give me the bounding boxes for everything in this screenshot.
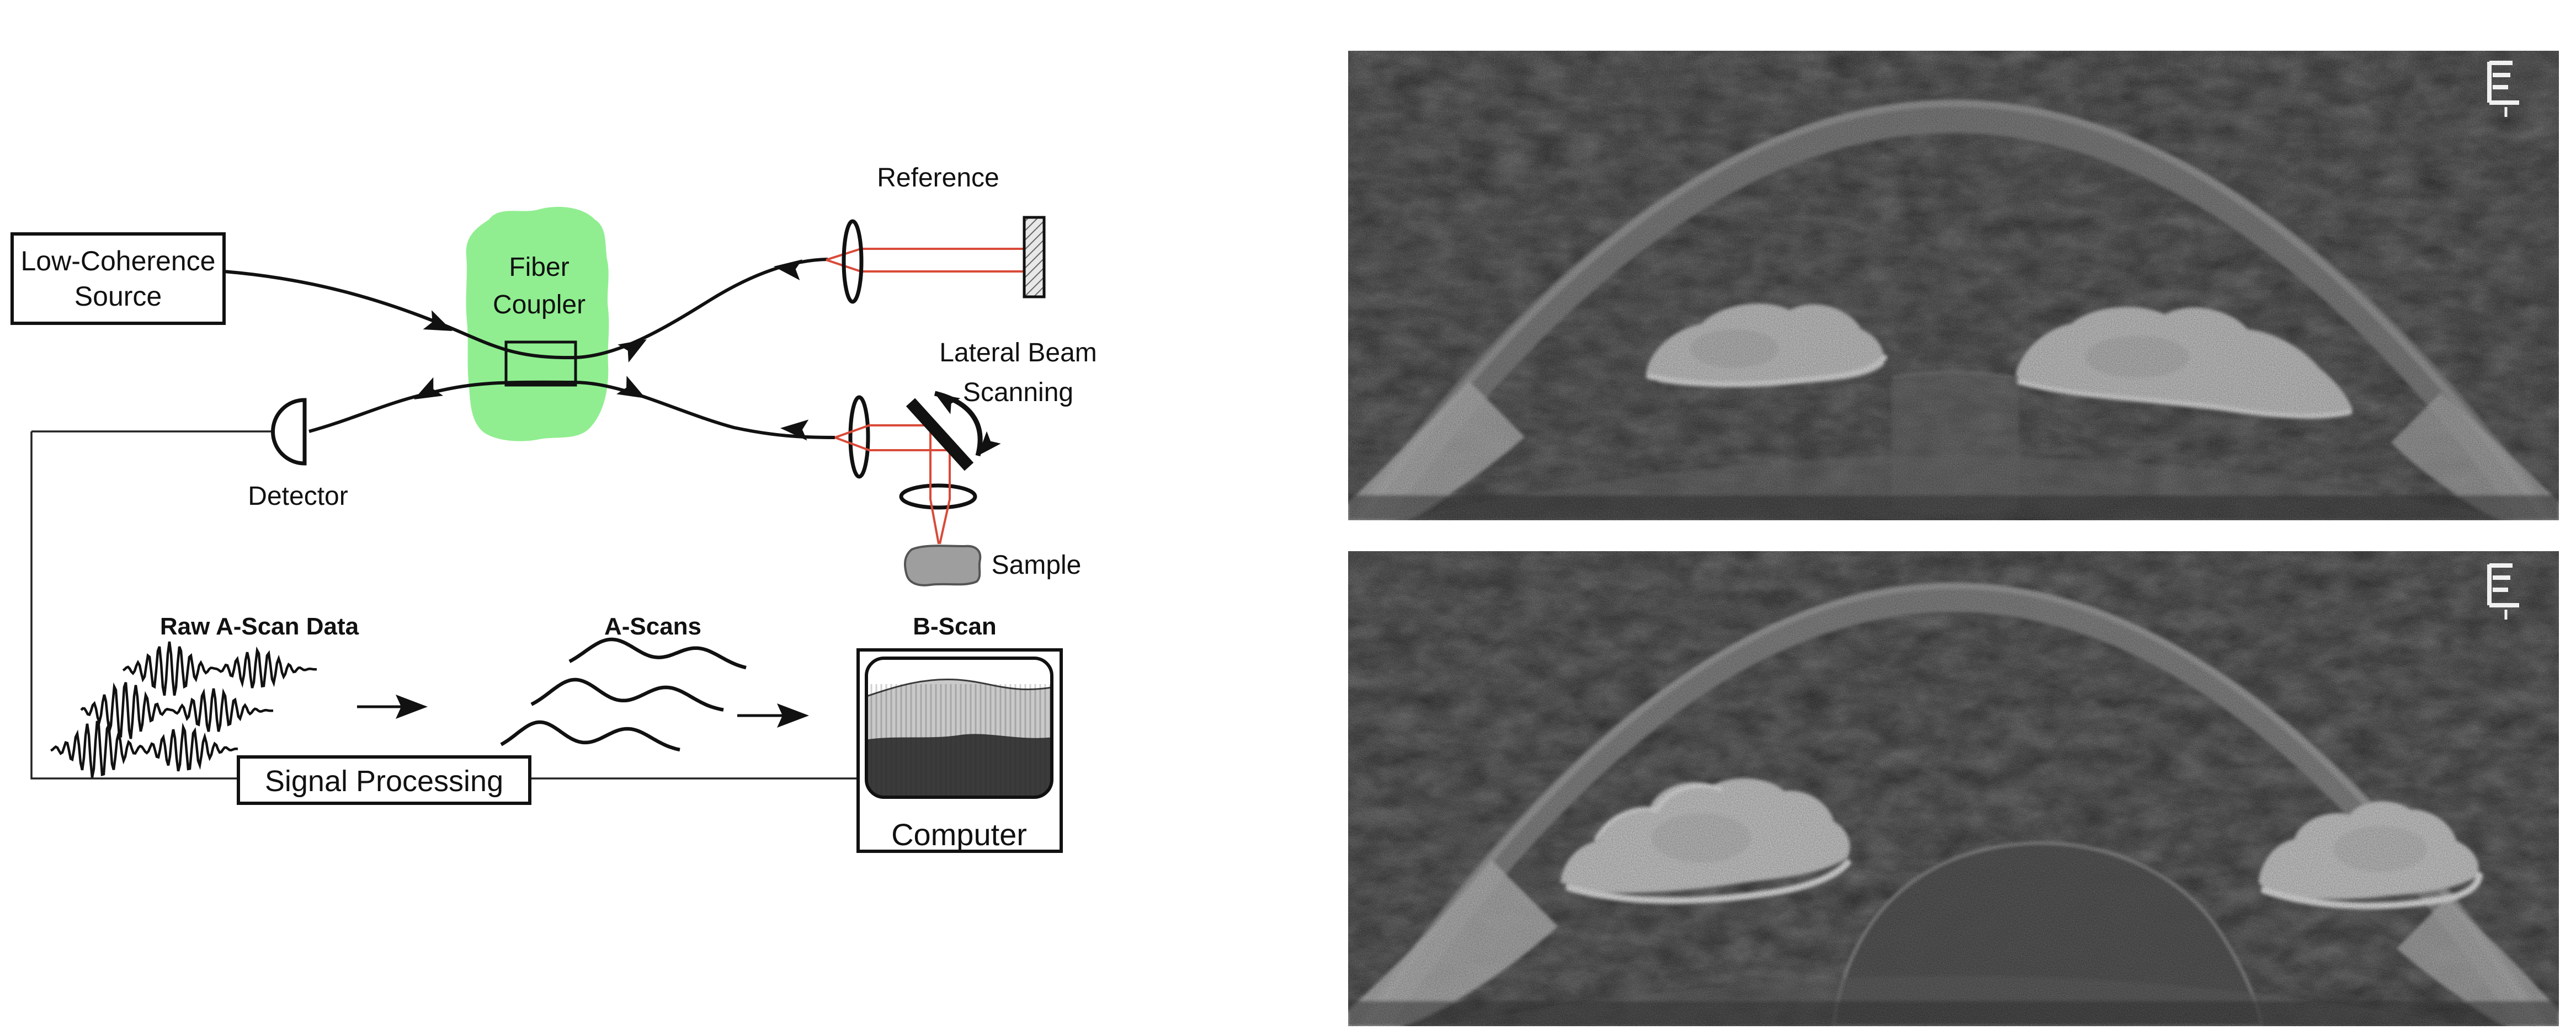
sample-arm: Lateral Beam Scanning Sample <box>834 338 1097 586</box>
fiber-arrow-icon <box>618 339 647 363</box>
ascan-envelope-curve <box>500 720 680 752</box>
ascan-envelope-curve <box>568 637 747 670</box>
sample-icon <box>903 545 982 586</box>
sample-collimating-lens-icon <box>848 395 870 479</box>
fiber-arrow-icon <box>780 419 809 441</box>
detector-icon <box>271 398 307 466</box>
scan-arrow-head-icon <box>935 393 961 414</box>
flow-arrow-icon <box>396 695 428 719</box>
raw-ascan-waveform <box>80 682 274 739</box>
bscan-screen-frame <box>865 657 1053 799</box>
focusing-lens-icon <box>899 483 977 510</box>
oct-scan-top <box>1348 51 2559 520</box>
collimating-lens-icon <box>842 219 864 304</box>
scan-marker-icon <box>2487 563 2519 620</box>
lateral-beam-label-line1: Lateral Beam <box>939 338 1097 367</box>
reference-beam-upper <box>826 248 1026 261</box>
oct-scan-bottom <box>1348 551 2559 1026</box>
bscan-display <box>866 658 1052 797</box>
signal-chain: Raw A-Scan Data A-Scans B-Scan Signal Pr… <box>30 431 1063 853</box>
raw-ascan-label: Raw A-Scan Data <box>160 613 359 640</box>
lateral-beam-label-line2: Scanning <box>963 378 1073 407</box>
source-label-line2: Source <box>74 281 162 312</box>
scan-marker-icon <box>2487 61 2519 117</box>
signal-processing-label: Signal Processing <box>265 765 503 798</box>
reference-arm: Reference <box>826 163 1046 304</box>
computer: Computer <box>856 648 1063 853</box>
detector: Detector <box>31 398 348 511</box>
computer-label: Computer <box>891 817 1027 852</box>
signal-processing-box <box>237 755 531 805</box>
scanning-mirror-icon <box>906 398 974 471</box>
fiber-paths <box>223 258 835 441</box>
fiber-coupler-label-line2: Coupler <box>493 290 586 319</box>
fiber-arrow-icon <box>774 259 802 280</box>
fiber-arrow-icon <box>616 376 646 398</box>
reference-mirror-icon <box>1023 216 1046 298</box>
feedback-line <box>30 431 238 780</box>
flow-arrow-icon <box>777 703 809 728</box>
coupler-body <box>504 340 577 387</box>
source-box <box>10 232 226 325</box>
detector-label: Detector <box>248 482 348 511</box>
raw-ascan-waveform <box>122 641 317 696</box>
source-label-line1: Low-Coherence <box>21 246 216 276</box>
low-coherence-source: Low-Coherence Source <box>10 232 226 325</box>
coupler-highlight-blob <box>466 206 609 441</box>
fiber-arrow-icon <box>414 377 444 399</box>
reference-beam-lower <box>826 259 1026 273</box>
ascans-label: A-Scans <box>604 613 701 640</box>
sample-label: Sample <box>992 551 1082 580</box>
bscan-label: B-Scan <box>913 613 997 640</box>
reference-label: Reference <box>877 163 999 193</box>
ascan-envelope-curve <box>530 677 724 712</box>
fiber-coupler: Fiber Coupler <box>466 206 609 441</box>
scan-arrow-head-icon <box>978 431 1001 456</box>
raw-ascan-waveform <box>50 721 238 778</box>
fiber-source-to-reference <box>223 258 828 360</box>
fiber-arrow-icon <box>423 310 453 331</box>
oct-system-diagram: Fiber Coupler Low-Coherence Source Refer… <box>10 163 1097 853</box>
fiber-coupler-label-line1: Fiber <box>509 253 569 282</box>
